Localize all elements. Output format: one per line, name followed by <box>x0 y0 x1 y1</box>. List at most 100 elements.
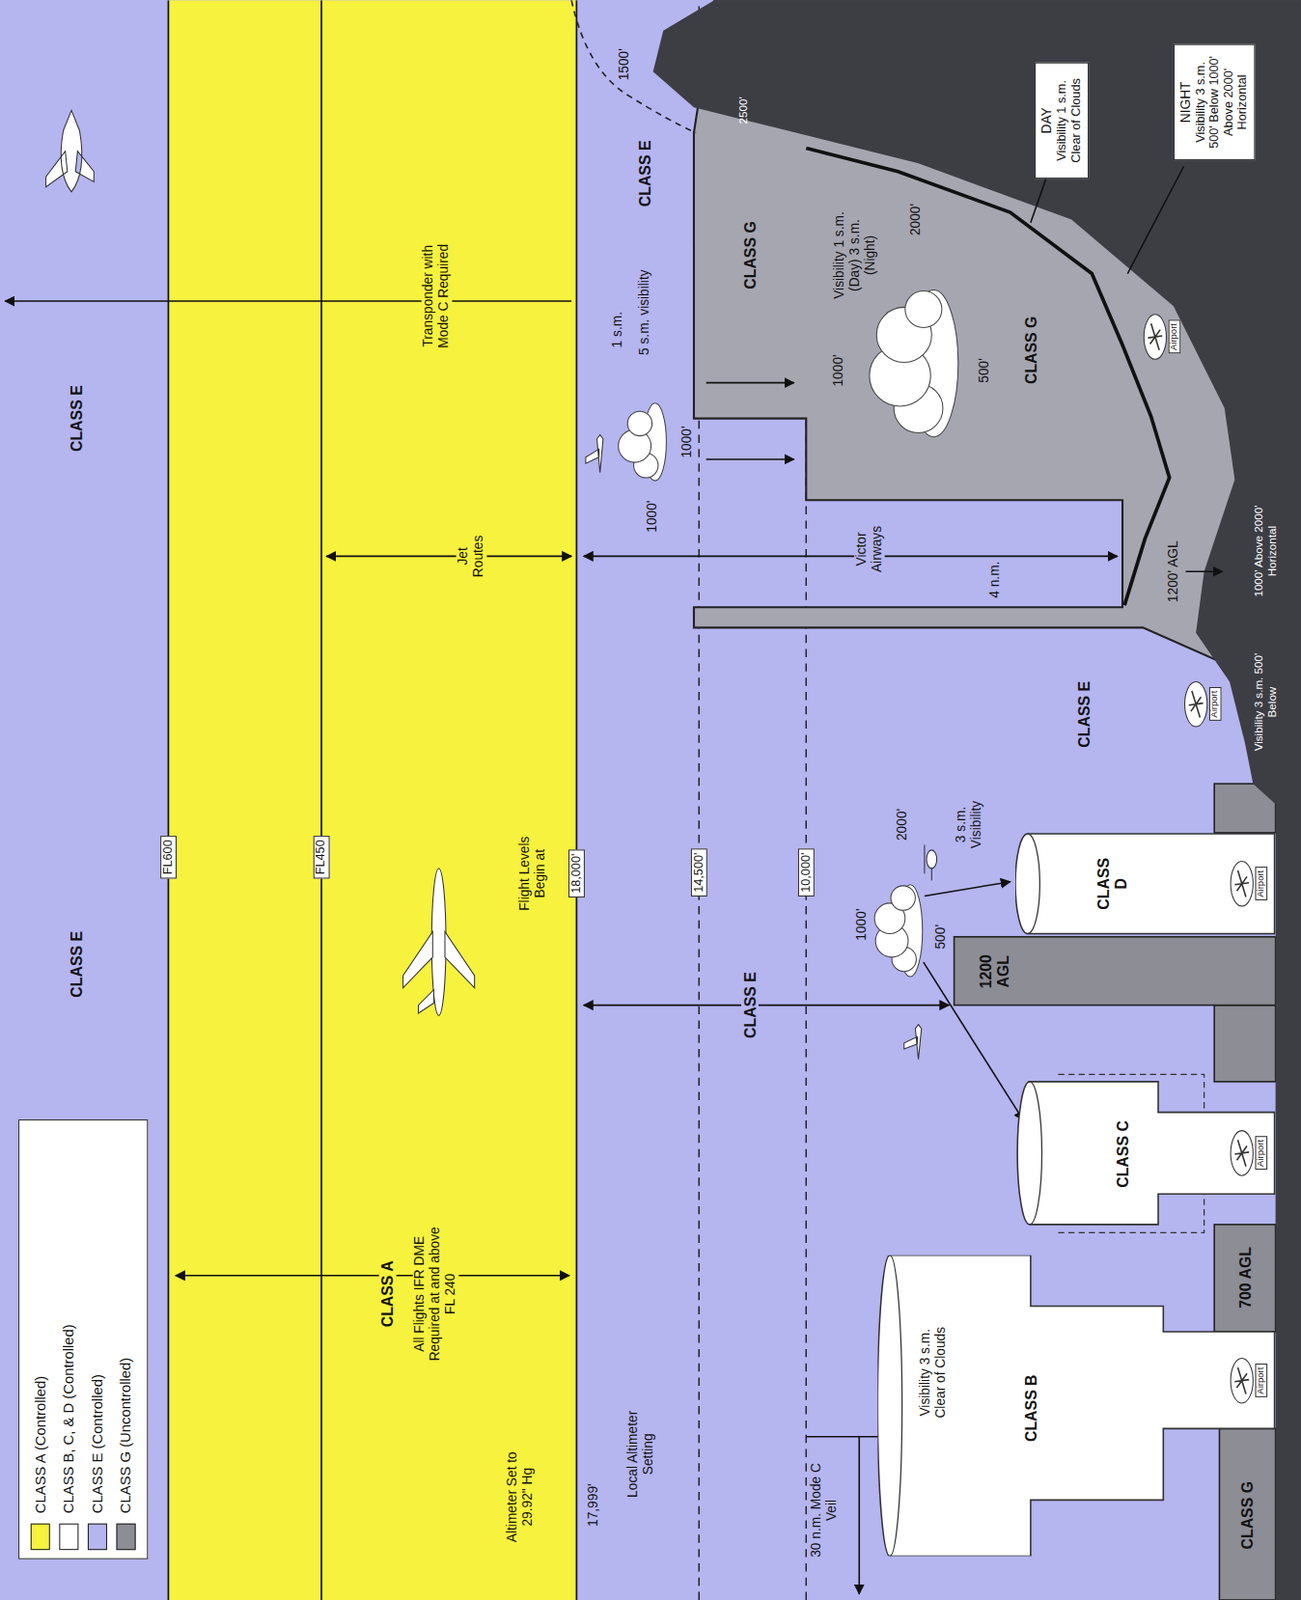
clouds <box>618 289 959 977</box>
legend-box: CLASS A (Controlled)CLASS B, C, & D (Con… <box>18 1119 148 1560</box>
airport-ellipse <box>1230 1131 1253 1177</box>
label: Visibility 1 s.m. (Day) 3 s.m. (Night) <box>831 206 878 304</box>
label: CLASS G <box>741 221 759 290</box>
svg-line <box>326 555 572 558</box>
legend-text: CLASS E (Controlled) <box>88 1374 106 1514</box>
svg-line <box>923 845 925 875</box>
svg-line <box>320 0 323 1600</box>
legend-swatch <box>29 1523 50 1551</box>
label: FL450 <box>313 835 331 879</box>
runway-symbol <box>1147 323 1163 350</box>
svg-line <box>576 0 579 1600</box>
svg-line <box>706 458 795 461</box>
label: 1000' <box>855 908 871 941</box>
label: 1000' Above 2000' Horizontal <box>1252 495 1279 608</box>
svg-path <box>904 1024 922 1060</box>
label: CLASS E <box>636 140 654 208</box>
svg-line <box>924 882 1011 897</box>
level-lines <box>167 0 577 1600</box>
label: 5 s.m. visibility <box>636 269 653 356</box>
label: Local Altimeter Setting <box>625 1398 657 1511</box>
svg-line <box>4 300 572 303</box>
label: 500' <box>976 358 993 384</box>
label: 1000' <box>680 425 696 458</box>
callout-heading: DAY <box>1039 69 1055 172</box>
legend-swatch <box>58 1523 79 1551</box>
class-name: CLASS D <box>1094 853 1130 914</box>
legend-text: CLASS G (Uncontrolled) <box>117 1357 135 1514</box>
legend-swatch <box>115 1523 136 1551</box>
label: 1200 AGL <box>977 941 1013 1002</box>
airspace-fill <box>1015 833 1275 935</box>
svg-path <box>585 435 604 473</box>
airport-node: Airport <box>1229 1356 1271 1405</box>
aircraft <box>46 110 938 1059</box>
label: Victor Airways <box>854 511 886 587</box>
legend-swatch <box>86 1523 107 1551</box>
label: CLASS E <box>67 385 85 452</box>
label: 1000' <box>645 500 662 533</box>
svg-line <box>1127 166 1184 274</box>
label: 18,000' <box>568 849 585 898</box>
airport-label: Airport <box>1168 320 1182 354</box>
class-name: CLASS B <box>1022 1374 1040 1442</box>
runway-symbol <box>1234 870 1249 897</box>
airport-symbol <box>1142 313 1167 361</box>
airport-label: Airport <box>1254 1136 1268 1170</box>
outer-area-line <box>1057 1074 1204 1233</box>
label: Transponder with Mode C Required <box>421 238 453 356</box>
airspace-shape: CLASS CAirport <box>1015 1069 1276 1238</box>
class-name: CLASS A <box>379 1258 397 1329</box>
label: 700 AGL <box>1236 1246 1254 1309</box>
label: 500' <box>933 924 949 950</box>
label: CLASS G <box>1238 1481 1256 1551</box>
label: 1000' <box>830 354 847 387</box>
svg-ellipse <box>926 850 938 869</box>
airport-label: Airport <box>1209 688 1222 721</box>
airspace-shape: CLASS D Airport <box>1015 832 1276 936</box>
legend-text: CLASS A (Controlled) <box>31 1376 49 1514</box>
label: Flight Levels Begin at <box>517 828 549 920</box>
runway-symbol <box>1234 1367 1249 1394</box>
airspace-rim <box>889 1255 903 1557</box>
svg-line <box>706 382 795 385</box>
airspace-band: CLASS AAll Flights IFR DME Required at a… <box>167 0 577 1600</box>
airport-symbol <box>1183 680 1208 728</box>
runway-symbol <box>1189 691 1204 718</box>
airport-symbol <box>1229 859 1254 908</box>
label: 1 s.m. <box>610 311 627 348</box>
airport-node: Airport <box>1229 1130 1271 1178</box>
airspace-rim <box>1029 1081 1043 1225</box>
airport-ellipse <box>1230 1357 1253 1404</box>
callout-box: DAYVisibility 1 s.m. Clear of Clouds <box>1034 62 1089 180</box>
svg-line <box>167 0 170 1600</box>
label: 17,999' <box>585 1483 602 1527</box>
callout-box: NIGHTVisibility 3 s.m. 500' Below 1000' … <box>1173 44 1256 162</box>
label: CLASS G <box>1022 316 1040 386</box>
airport-label: Airport <box>1254 867 1268 901</box>
svg-rect <box>1214 1005 1275 1082</box>
legend-row: CLASS E (Controlled) <box>83 1129 112 1551</box>
svg-line <box>583 555 1118 558</box>
label: Jet Routes <box>456 528 488 584</box>
label: 2000' <box>895 808 912 841</box>
label: 4 n.m. <box>987 558 1003 600</box>
airport-label: Airport <box>1254 1363 1268 1397</box>
legend-row: CLASS A (Controlled) <box>25 1129 55 1551</box>
airspace-fill <box>877 1255 1274 1557</box>
airport-symbol <box>1229 1130 1254 1178</box>
svg-path <box>403 931 475 1014</box>
label: Altimeter Set to 29.92" Hg <box>504 1436 536 1559</box>
label: CLASS E <box>67 931 85 998</box>
airport-node: Airport <box>1183 680 1224 728</box>
airport-node: Airport <box>1142 313 1184 361</box>
label: CLASS E <box>741 969 759 1041</box>
label: 30 n.m. Mode C Veil <box>809 1459 841 1562</box>
airport-symbol <box>1229 1356 1254 1405</box>
svg-circle <box>627 411 652 436</box>
svg-circle <box>890 885 915 911</box>
airspace-shape: CLASS BVisibility 3 s.m. Clear of Clouds… <box>877 1255 1275 1557</box>
callout-body: Visibility 1 s.m. Clear of Clouds <box>1054 69 1083 172</box>
